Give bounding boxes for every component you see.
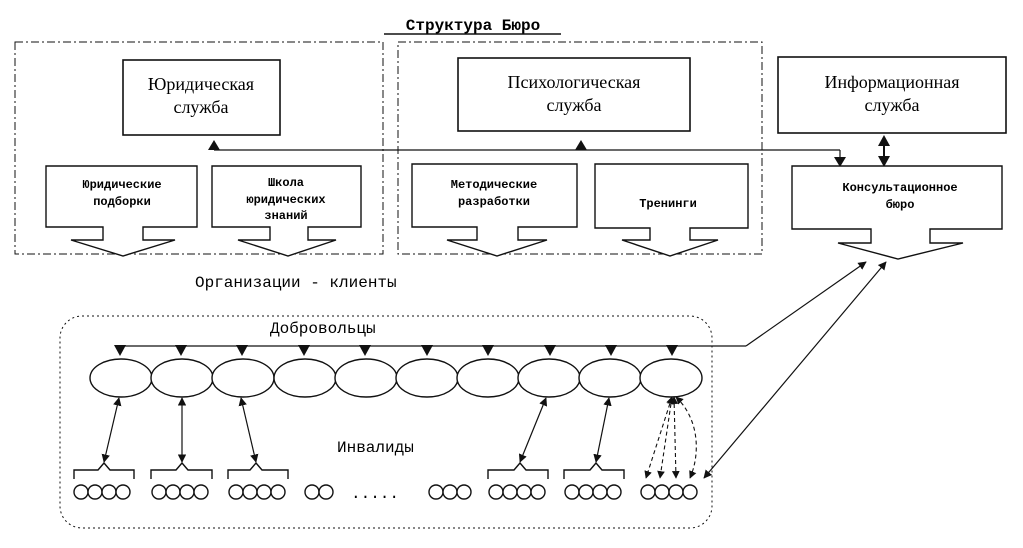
svg-text:знаний: знаний	[264, 209, 307, 223]
legal-group-frame	[14, 41, 384, 255]
volunteer-10	[639, 358, 703, 398]
svg-text:Тренинги: Тренинги	[639, 197, 697, 211]
volunteer-markers	[114, 345, 678, 356]
arrow-to-psych-service	[575, 140, 587, 150]
volunteer-disabled-links	[101, 397, 612, 463]
volunteer-3	[211, 358, 275, 398]
arrow-to-consult	[834, 157, 846, 167]
svg-text:служба: служба	[864, 95, 919, 115]
trainings-unit: Тренинги	[594, 163, 749, 257]
volunteer-ellipses	[89, 358, 703, 398]
legal-school-unit: Школа юридических знаний	[211, 165, 362, 257]
volunteer-1	[89, 358, 153, 398]
diagram-title: Структура Бюро	[406, 17, 540, 35]
legal-selections-unit: Юридические подборки	[45, 165, 198, 257]
disabled-to-consult-link	[703, 261, 887, 479]
svg-text:Психологическая: Психологическая	[508, 72, 641, 92]
consult-unit: Консультационное бюро	[791, 165, 1003, 260]
svg-text:бюро: бюро	[886, 197, 915, 212]
volunteer-5	[334, 358, 398, 398]
svg-text:подборки: подборки	[93, 194, 151, 209]
volunteers-label: Добровольцы	[270, 320, 376, 338]
disabled-label: Инвалиды	[337, 439, 414, 457]
svg-text:юридических: юридических	[246, 193, 325, 207]
volunteer-8	[517, 358, 581, 398]
info-service-box: Информационная служба	[777, 56, 1007, 134]
svg-text:Юридическая: Юридическая	[148, 74, 254, 94]
disabled-groups	[73, 461, 698, 500]
ellipsis-dots: .....	[351, 485, 399, 503]
svg-text:служба: служба	[173, 97, 228, 117]
svg-text:Информационная: Информационная	[824, 72, 959, 92]
volunteer-group-dashed-links	[644, 396, 697, 479]
svg-text:Консультационное: Консультационное	[842, 181, 957, 195]
svg-text:Школа: Школа	[268, 176, 304, 190]
volunteer-2	[150, 358, 214, 398]
psych-service-box: Психологическая служба	[457, 57, 691, 132]
svg-text:Методические: Методические	[451, 178, 537, 192]
volunteer-6	[395, 358, 459, 398]
svg-text:служба: служба	[546, 95, 601, 115]
volunteer-7	[456, 358, 520, 398]
methodical-unit: Методические разработки	[411, 163, 578, 257]
clients-label: Организации - клиенты	[195, 274, 397, 292]
psych-group-frame	[397, 41, 763, 255]
svg-text:Юридические: Юридические	[82, 178, 161, 192]
volunteers-to-consult-link	[745, 261, 867, 347]
arrow-to-legal-service	[208, 140, 220, 150]
legal-service-box: Юридическая служба	[122, 59, 281, 136]
volunteer-4	[273, 358, 337, 398]
svg-text:разработки: разработки	[458, 194, 530, 209]
volunteer-9	[578, 358, 642, 398]
